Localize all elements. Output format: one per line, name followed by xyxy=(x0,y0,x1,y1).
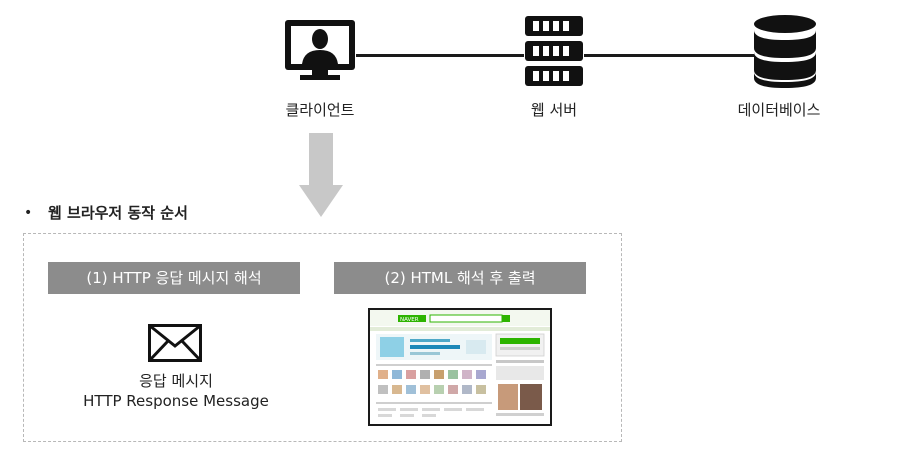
server-rack-icon xyxy=(525,16,583,86)
response-caption-korean: 응답 메시지 xyxy=(139,372,213,390)
client-server-connection-line xyxy=(356,54,524,57)
section-title: 웹 브라우저 동작 순서 xyxy=(48,204,188,222)
rendered-page-thumbnail: NAVER xyxy=(368,308,552,426)
user-monitor-icon xyxy=(285,20,355,80)
envelope-icon xyxy=(148,324,202,362)
down-arrow-icon xyxy=(299,133,343,217)
thumbnail-logo: NAVER xyxy=(400,317,419,323)
server-database-connection-line xyxy=(584,54,754,57)
database-icon xyxy=(754,15,816,88)
step-2-bar: (2) HTML 해석 후 출력 xyxy=(334,262,586,294)
database-label: 데이터베이스 xyxy=(737,101,821,119)
browser-process-container xyxy=(23,233,622,442)
section-bullet: • xyxy=(24,205,33,221)
client-label: 클라이언트 xyxy=(285,101,355,119)
web-server-label: 웹 서버 xyxy=(530,101,578,119)
portal-page-preview: NAVER xyxy=(370,310,550,417)
response-caption-english: HTTP Response Message xyxy=(83,392,269,410)
step-1-bar: (1) HTTP 응답 메시지 해석 xyxy=(48,262,300,294)
